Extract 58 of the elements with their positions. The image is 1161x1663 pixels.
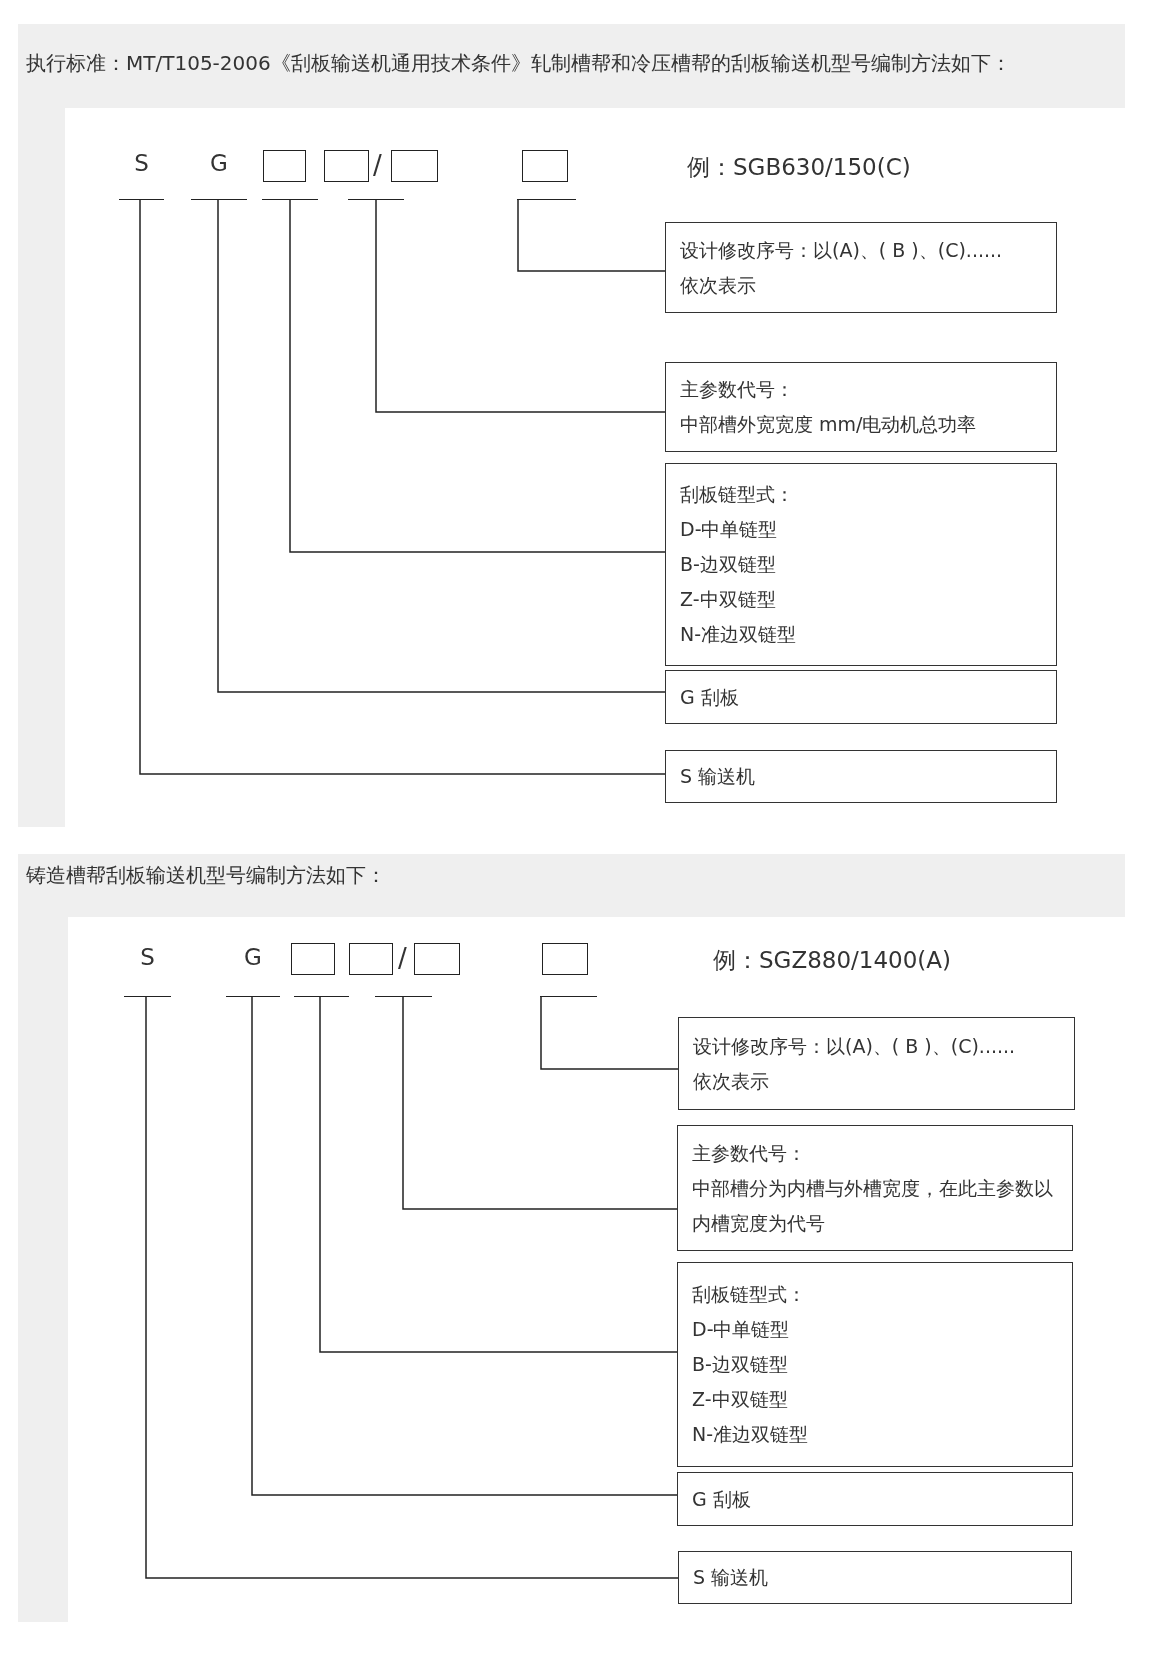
example-text: 例：SGB630/150(C) [687,153,911,182]
code-slot [517,150,576,200]
description-text: S 输送机 [680,764,757,789]
code-slot [391,150,438,182]
description-heading: 刮板链型式： [692,1282,807,1307]
section-heading: 执行标准：MT/T105-2006《刮板输送机通用技术条件》轧制槽帮和冷压槽帮的刮板输送机型号编制方法如下： [26,50,1011,77]
description-box [665,362,1057,452]
code-slot [291,943,349,997]
description-text: N-准边双链型 [692,1422,810,1447]
description-text: 中部槽外宽宽度 mm/电动机总功率 [680,412,978,437]
slash-separator: / [398,943,407,973]
description-heading: 主参数代号： [680,377,795,402]
slash-separator: / [373,150,382,180]
code-slot [414,943,460,975]
description-box [665,670,1057,724]
code-letter: G [191,146,247,200]
description-text: 中部槽分为内槽与外槽宽度，在此主参数以内槽宽度为代号 [692,1175,1054,1236]
connector-line [517,199,666,272]
description-text: G 刮板 [680,684,740,710]
connector-line [540,996,679,1070]
description-box [678,1017,1075,1110]
connector-line [375,199,666,413]
description-text: Z-中双链型 [692,1387,789,1412]
description-box [678,1551,1072,1604]
description-text: D-中单链型 [680,517,779,542]
description-text: 设计修改序号：以(A)、( B )、(C)......依次表示 [693,1033,1017,1094]
connector-line [217,199,666,693]
description-text: Z-中双链型 [680,587,777,612]
description-box [665,463,1057,666]
description-box [677,1472,1073,1526]
connector-line [289,199,666,553]
description-text: B-边双链型 [680,552,777,577]
connector-line [319,996,678,1353]
code-letter: S [124,940,171,997]
description-text: G 刮板 [692,1486,752,1512]
description-text: 设计修改序号：以(A)、( B )、(C)......依次表示 [680,237,1004,298]
description-text: N-准边双链型 [680,622,798,647]
description-box [665,750,1057,803]
code-slot [262,150,318,200]
section-heading: 铸造槽帮刮板输送机型号编制方法如下： [26,862,386,889]
code-slot [349,943,432,997]
connector-line [145,996,679,1579]
description-text: D-中单链型 [692,1317,791,1342]
example-text: 例：SGZ880/1400(A) [713,946,952,975]
connector-line [402,996,678,1210]
description-heading: 主参数代号： [692,1140,807,1166]
connector-line [139,199,666,775]
description-box [665,222,1057,313]
code-letter: G [226,940,280,997]
description-text: B-边双链型 [692,1352,789,1377]
code-letter: S [119,146,164,200]
description-text: S 输送机 [693,1565,770,1590]
code-slot [540,943,597,997]
description-box [677,1262,1073,1467]
code-slot [324,150,404,200]
description-heading: 刮板链型式： [680,482,795,507]
connector-line [251,996,678,1496]
description-box [677,1125,1073,1251]
